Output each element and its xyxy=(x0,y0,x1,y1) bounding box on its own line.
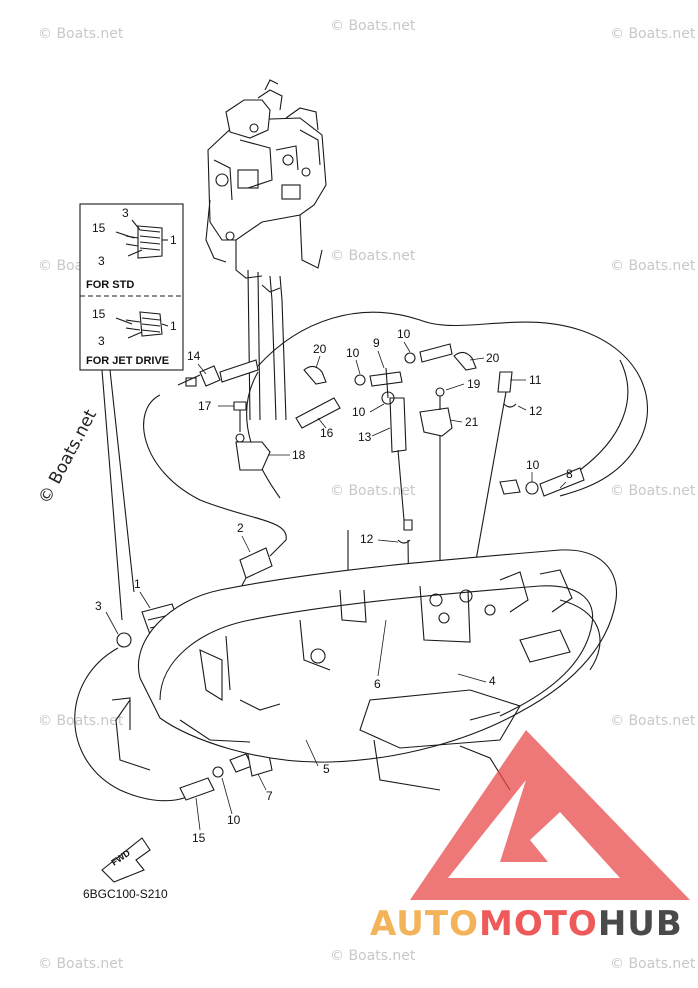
inset-jet-label: FOR JET DRIVE xyxy=(86,355,169,367)
callout-1: 1 xyxy=(170,233,177,247)
callout-18: 18 xyxy=(292,448,306,462)
watermark: © Boats.net xyxy=(330,948,416,964)
callout-20: 20 xyxy=(486,351,500,365)
brand-auto: AUTO xyxy=(370,904,479,944)
callout-19: 19 xyxy=(467,377,481,391)
watermark: © Boats.net xyxy=(610,956,696,972)
callout-12: 12 xyxy=(529,404,543,418)
watermark: © Boats.net xyxy=(330,248,416,264)
callout-17: 17 xyxy=(198,399,212,413)
callout-15: 15 xyxy=(192,831,206,845)
callout-10: 10 xyxy=(352,405,366,419)
inset-box xyxy=(79,203,184,621)
watermark: © Boats.net xyxy=(610,258,696,274)
callout-10: 10 xyxy=(346,346,360,360)
callout-5: 5 xyxy=(323,762,330,776)
brand-moto: MOTO xyxy=(479,904,598,944)
callout-16: 16 xyxy=(320,426,334,440)
callout-15: 15 xyxy=(92,307,106,321)
callout-2: 2 xyxy=(237,521,244,535)
callout-20: 20 xyxy=(313,342,327,356)
fwd-arrow-icon xyxy=(101,837,151,883)
callout-7: 7 xyxy=(266,789,273,803)
callout-3: 3 xyxy=(122,206,129,220)
callouts: 14 20 10 9 10 20 11 19 12 17 10 21 16 13… xyxy=(95,327,573,845)
diagram-code: 6BGC100-S210 xyxy=(83,887,168,901)
callout-1: 1 xyxy=(170,319,177,333)
watermark: © Boats.net xyxy=(38,956,124,972)
inset-std-label: FOR STD xyxy=(86,279,134,291)
callout-1: 1 xyxy=(134,577,141,591)
callout-14: 14 xyxy=(187,349,201,363)
callout-11: 11 xyxy=(529,373,542,387)
leader-lines xyxy=(105,341,567,831)
callout-10: 10 xyxy=(397,327,411,341)
callout-10: 10 xyxy=(526,458,540,472)
callout-4: 4 xyxy=(489,674,496,688)
watermark: © Boats.net xyxy=(610,483,696,499)
automotohub-logo: AUTOMOTOHUB xyxy=(370,730,690,944)
watermark: © Boats.net xyxy=(330,18,416,34)
watermark: © Boats.net xyxy=(38,713,124,729)
engine-head xyxy=(205,79,327,421)
callout-3: 3 xyxy=(98,334,105,348)
callout-21: 21 xyxy=(465,415,479,429)
side-watermark: © Boats.net xyxy=(35,406,102,507)
watermark: © Boats.net xyxy=(38,26,124,42)
watermark: © Boats.net xyxy=(610,713,696,729)
brand-hub: HUB xyxy=(598,904,683,944)
callout-3: 3 xyxy=(95,599,102,613)
callout-8: 8 xyxy=(566,467,573,481)
bottom-cowling xyxy=(111,549,618,791)
logo-triangle-icon xyxy=(410,730,690,900)
callout-15: 15 xyxy=(92,221,106,235)
callout-9: 9 xyxy=(373,336,380,350)
callout-10: 10 xyxy=(227,813,241,827)
callout-6: 6 xyxy=(374,677,381,691)
callout-13: 13 xyxy=(358,430,372,444)
callout-3: 3 xyxy=(98,254,105,268)
diagram-lineart xyxy=(74,79,649,883)
callout-12: 12 xyxy=(360,532,374,546)
watermark: © Boats.net xyxy=(610,26,696,42)
watermark: © Boats.net xyxy=(330,483,416,499)
svg-text:AUTOMOTOHUB: AUTOMOTOHUB xyxy=(370,904,683,944)
